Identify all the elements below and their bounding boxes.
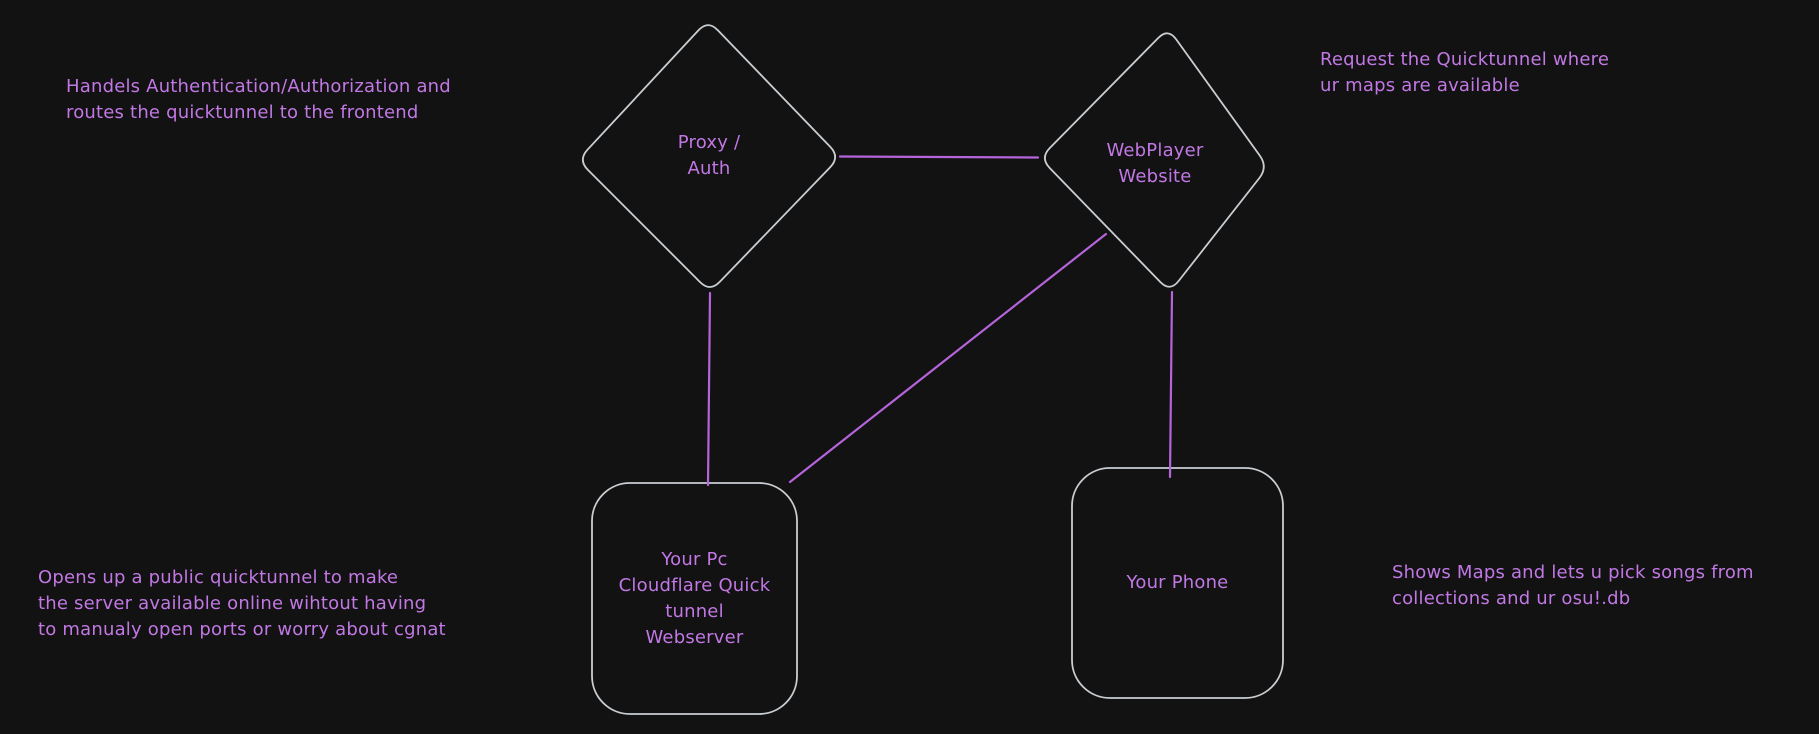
edge-proxy-auth-to-webplayer-website — [838, 155, 1040, 159]
edge-webplayer-website-to-your-phone — [1168, 290, 1174, 479]
proxy-auth-diamond — [581, 24, 837, 288]
your-pc-box — [591, 482, 798, 715]
annotation-webplayer-website: Request the Quicktunnel where ur maps ar… — [1320, 49, 1610, 96]
annotation-your-pc: Opens up a public quicktunnel to make th… — [38, 567, 446, 640]
your-phone-box — [1071, 467, 1284, 699]
edge-webplayer-website-to-your-pc — [788, 232, 1108, 484]
edge-proxy-auth-to-your-pc — [706, 291, 712, 487]
annotation-your-phone: Shows Maps and lets u pick songs from co… — [1392, 562, 1754, 609]
webplayer-website-diamond — [1043, 32, 1265, 288]
annotation-proxy-auth: Handels Authentication/Authorization and… — [66, 76, 451, 123]
